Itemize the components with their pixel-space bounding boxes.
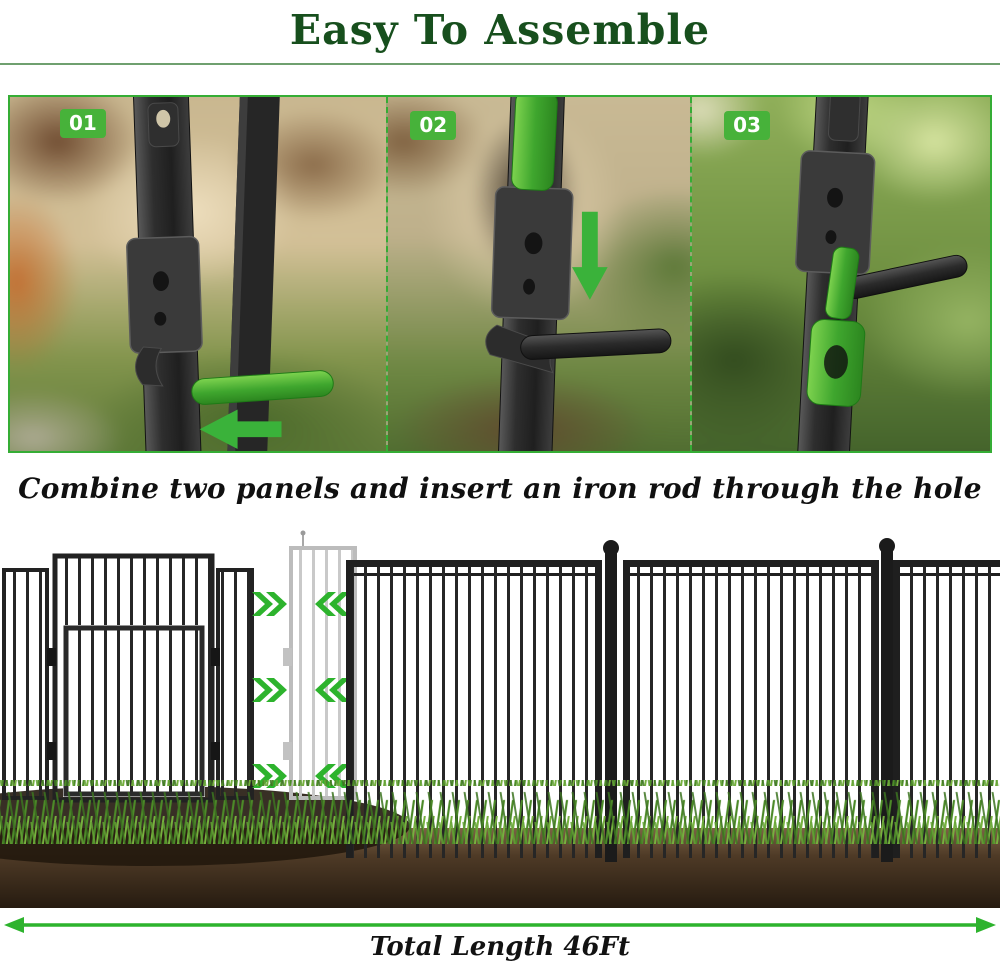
fence-panel-left — [2, 568, 49, 800]
step-badge: 03 — [724, 111, 770, 140]
step-panel-1: 01 — [10, 97, 387, 451]
grass — [0, 780, 1000, 844]
step-panel-3: 03 — [690, 97, 990, 451]
double-arrow-icon — [4, 917, 996, 933]
green-latch — [825, 246, 860, 320]
chevron-right-icon — [252, 592, 287, 616]
step1-latch-illustration — [126, 97, 334, 451]
total-length-label: Total Length 46Ft — [369, 932, 630, 962]
step-badge: 01 — [60, 109, 106, 138]
fence-panel-ghost — [283, 530, 357, 800]
title-divider — [0, 63, 1000, 65]
fence-panel-connector — [211, 568, 254, 800]
iron-rod-dark — [520, 328, 672, 360]
fence-illustration — [0, 530, 1000, 908]
caption: Combine two panels and insert an iron ro… — [18, 472, 982, 505]
arrow-left-icon — [199, 409, 282, 450]
green-tab — [806, 319, 866, 407]
iron-rod-green — [191, 370, 334, 405]
assembly-photo-strip: 01 02 — [8, 95, 992, 453]
latch-post — [126, 97, 203, 451]
chevron-right-icon — [252, 678, 287, 702]
fence-panel-gate — [47, 553, 215, 803]
step-panel-2: 02 — [386, 97, 691, 451]
green-sleeve — [511, 97, 559, 191]
step-badge: 02 — [410, 111, 457, 140]
step2-insert-illustration — [485, 97, 672, 451]
secondary-post — [226, 97, 281, 451]
step3-lock-illustration — [795, 97, 968, 451]
page-title: Easy To Assemble — [289, 6, 711, 54]
arrow-down-icon — [572, 211, 608, 300]
